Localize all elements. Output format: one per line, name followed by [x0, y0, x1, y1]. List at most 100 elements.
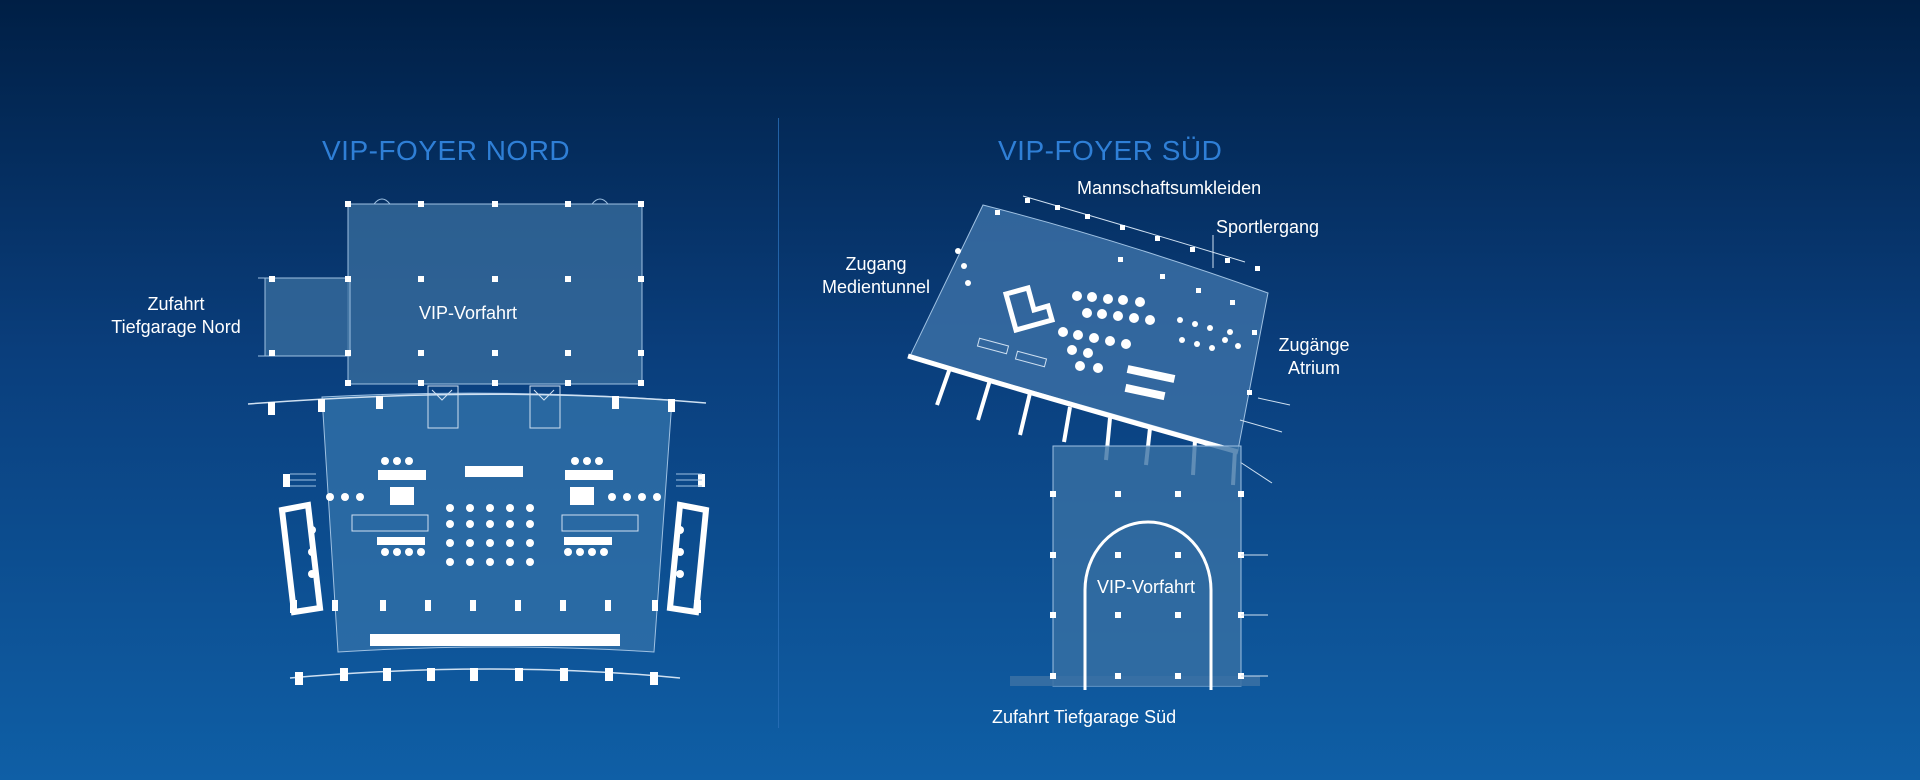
south-medientunnel-line-1: Zugang — [845, 254, 907, 274]
pillar — [1118, 257, 1123, 262]
seat — [1121, 339, 1131, 349]
pillar — [345, 276, 351, 282]
pillar — [1247, 390, 1252, 395]
north-zufahrt-line-2: Tiefgarage Nord — [111, 317, 241, 337]
wall-block — [515, 668, 523, 681]
seat — [1177, 317, 1183, 323]
seat — [466, 539, 474, 547]
seat — [583, 457, 591, 465]
pillar — [492, 276, 498, 282]
seat — [393, 457, 401, 465]
seat — [1179, 337, 1185, 343]
pillar — [1230, 300, 1235, 305]
seat — [506, 504, 514, 512]
seat — [1097, 309, 1107, 319]
pillar — [345, 201, 351, 207]
north-zufahrt-line-1: Zufahrt — [147, 294, 205, 314]
south-foyer-title: VIP-FOYER SÜD — [998, 135, 1223, 166]
pillar — [492, 380, 498, 386]
seat — [676, 526, 684, 534]
seat — [526, 558, 534, 566]
pillar — [638, 380, 644, 386]
pillar — [1255, 266, 1260, 271]
seat — [446, 558, 454, 566]
pillar — [1175, 612, 1181, 618]
seat — [381, 548, 389, 556]
seat — [326, 493, 334, 501]
pillar — [638, 350, 644, 356]
seat — [486, 558, 494, 566]
seat — [486, 520, 494, 528]
pillar — [565, 276, 571, 282]
south-sportler-label: Sportlergang — [1216, 217, 1320, 237]
wall-block — [515, 600, 521, 611]
seat — [1135, 297, 1145, 307]
wall-block — [380, 600, 386, 611]
seat — [1072, 291, 1082, 301]
seat — [576, 548, 584, 556]
seat — [638, 493, 646, 501]
seat — [1227, 329, 1233, 335]
pillar — [1238, 491, 1244, 497]
wall-block — [605, 668, 613, 681]
seat — [1087, 292, 1097, 302]
seat — [1093, 363, 1103, 373]
seat — [1207, 325, 1213, 331]
seat — [653, 493, 661, 501]
seat — [308, 570, 316, 578]
seat — [526, 504, 534, 512]
wall-block — [560, 668, 568, 681]
pillar — [1175, 491, 1181, 497]
seat — [1129, 313, 1139, 323]
seat — [526, 520, 534, 528]
pillar — [269, 276, 275, 282]
pillar — [1025, 198, 1030, 203]
seat — [466, 558, 474, 566]
north-floor-plan — [247, 198, 710, 685]
seat — [526, 539, 534, 547]
seat — [308, 548, 316, 556]
seat — [961, 263, 967, 269]
seat — [1082, 308, 1092, 318]
seat — [1222, 337, 1228, 343]
seat — [1105, 336, 1115, 346]
pillar — [995, 210, 1000, 215]
north-foyer-hall — [247, 385, 710, 685]
south-vorfahrt-area — [1010, 445, 1268, 690]
pillar — [565, 201, 571, 207]
wall-block — [376, 396, 383, 409]
south-medientunnel-line-2: Medientunnel — [821, 277, 931, 297]
seat — [405, 457, 413, 465]
seat — [356, 493, 364, 501]
seat — [564, 548, 572, 556]
pillar — [638, 276, 644, 282]
wall-block — [318, 399, 325, 412]
north-foyer-title: VIP-FOYER NORD — [322, 135, 571, 166]
seat — [405, 548, 413, 556]
pillar — [1115, 491, 1121, 497]
pillar — [1115, 612, 1121, 618]
south-zufahrt-label: Zufahrt Tiefgarage Süd — [992, 707, 1177, 727]
pillar — [1050, 673, 1056, 679]
pillar — [1120, 225, 1125, 230]
seat — [466, 520, 474, 528]
seat — [1083, 348, 1093, 358]
wall-block — [383, 668, 391, 681]
seat — [506, 520, 514, 528]
pillar — [418, 380, 424, 386]
wall-block — [268, 402, 275, 415]
pillar — [1252, 330, 1257, 335]
seat — [417, 548, 425, 556]
seat — [341, 493, 349, 501]
pillar — [418, 276, 424, 282]
south-mannschaft-label: Mannschaftsumkleiden — [1077, 178, 1262, 198]
south-floor-plan — [907, 195, 1291, 690]
seat — [446, 539, 454, 547]
section-divider — [778, 118, 779, 728]
seat — [623, 493, 631, 501]
seat — [571, 457, 579, 465]
wall-block — [650, 672, 658, 685]
pillar — [1050, 491, 1056, 497]
seat — [1118, 295, 1128, 305]
seat — [393, 548, 401, 556]
